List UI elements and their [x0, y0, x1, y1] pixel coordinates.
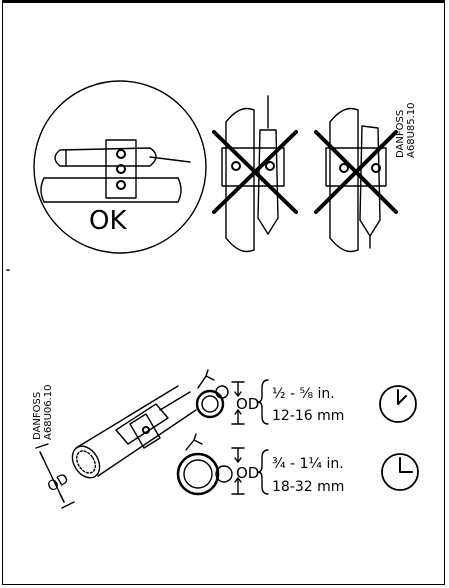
clock-icon-large: [381, 453, 419, 491]
clock-icon-small: [379, 385, 417, 423]
pipe-od-label: OD: [45, 471, 72, 496]
small-mm-range: 12-16 mm: [272, 408, 344, 424]
wrong-mounting-1-illustration: [212, 95, 298, 253]
ok-label: OK: [89, 206, 127, 236]
top-code-line2: A68U85.10: [406, 102, 417, 158]
bottom-code-line2: A68U06.10: [43, 384, 54, 440]
bottom-code-line1: DANFOSS: [32, 392, 43, 440]
ok-mounting-illustration: [33, 80, 207, 254]
small-od-label: OD: [236, 395, 259, 413]
large-clamp-illustration: [176, 433, 269, 496]
large-inch-range: ¾ - 1¼ in.: [272, 456, 344, 472]
top-code-line1: DANFOSS: [395, 110, 406, 158]
small-inch-range: ½ - ⅝ in.: [272, 386, 335, 402]
large-od-label: OD: [236, 464, 259, 482]
pipe-sensor-illustration: [35, 385, 197, 509]
small-clamp-illustration: [195, 369, 269, 425]
large-mm-range: 18-32 mm: [272, 479, 344, 495]
wrong-mounting-2-illustration: [314, 107, 398, 253]
